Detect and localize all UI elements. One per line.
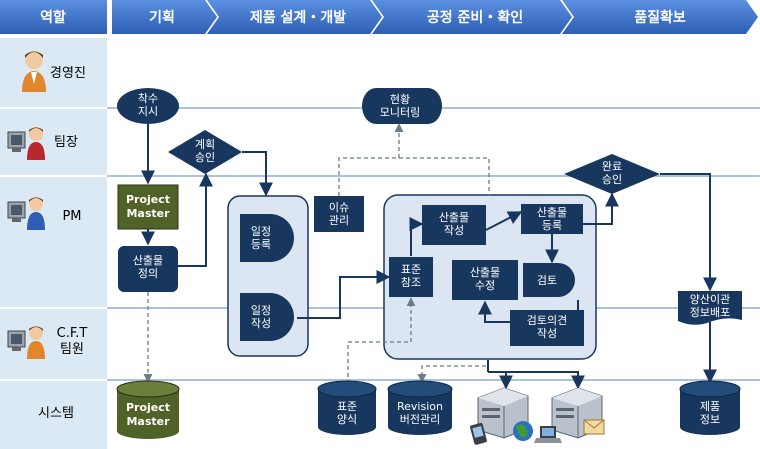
role-column	[0, 38, 107, 449]
db-revision	[387, 380, 453, 435]
role-label-system: 시스템	[38, 406, 74, 421]
phase-label: 제품 설계・개발	[250, 9, 346, 26]
executive-person-icon	[22, 51, 46, 92]
deliverable-register-box	[521, 204, 583, 234]
phase-label: 품질확보	[634, 9, 686, 26]
phase-process-preparation	[372, 0, 572, 34]
deliverable-modify-box	[452, 260, 518, 300]
role-label-executive: 경영진	[50, 66, 86, 81]
phase-planning	[112, 0, 217, 34]
system-connectors	[487, 360, 585, 390]
project-master-box	[117, 184, 179, 230]
header-bar: 역할 기획 제품 설계・개발 공정 준비・확인 품질확보	[0, 0, 758, 34]
complete-approval-decision	[564, 154, 660, 194]
plan-approval-decision	[168, 130, 242, 174]
db-standard-form	[317, 380, 377, 435]
db-project-master	[116, 380, 180, 439]
mail-icon	[583, 419, 605, 435]
issue-manage-box	[314, 196, 364, 232]
mass-production-info-document	[678, 291, 742, 325]
phase-label: 기획	[149, 9, 175, 26]
role-header-cell	[0, 0, 107, 34]
pda-icon	[470, 422, 487, 445]
phase-design-development	[207, 0, 382, 34]
role-label-team-lead: 팀장	[54, 135, 78, 150]
cft-member-computer-icon	[7, 326, 45, 359]
review-opinion-box	[510, 310, 584, 346]
db-product-info	[679, 380, 741, 435]
standard-reference-box	[389, 257, 433, 297]
pm-computer-icon	[7, 197, 45, 230]
globe-icon	[513, 421, 533, 441]
deliverable-define-box	[118, 246, 178, 292]
status-monitor-display	[362, 88, 442, 124]
team-lead-computer-icon	[7, 127, 45, 160]
laptop-icon	[534, 426, 562, 443]
phase-quality-assurance	[562, 0, 758, 34]
schedule-write-delay	[240, 293, 294, 341]
deliverable-write-box	[422, 205, 486, 245]
schedule-register-delay	[240, 214, 294, 262]
dashed-connectors	[143, 123, 490, 384]
role-label-pm: PM	[62, 209, 81, 224]
role-header-label: 역할	[40, 9, 66, 26]
review-delay	[523, 263, 575, 297]
phase-label: 공정 준비・확인	[427, 9, 523, 26]
start-instruction-node	[117, 88, 179, 124]
review-label: 검토	[537, 274, 557, 287]
